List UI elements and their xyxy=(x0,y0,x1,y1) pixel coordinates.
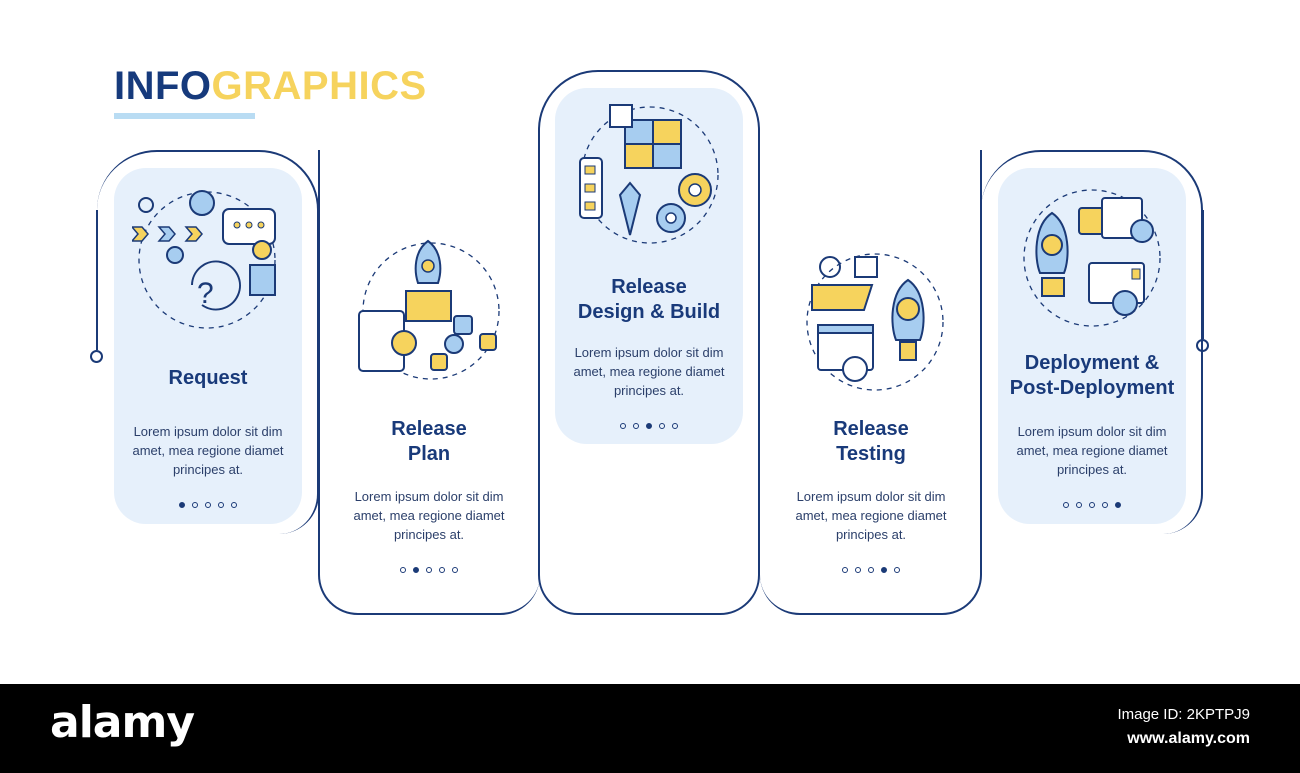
svg-text:?: ? xyxy=(197,277,214,310)
step4-body: Lorem ipsum dolor sit dim amet, mea regi… xyxy=(795,489,947,542)
request-icon: ? xyxy=(132,190,276,329)
step1-dots xyxy=(114,502,302,508)
step5-title: Deployment & Post-Deployment xyxy=(998,351,1186,401)
step1-title: Request xyxy=(168,367,248,389)
step5-title-line2: Post-Deployment xyxy=(1009,377,1175,399)
site-url: www.alamy.com xyxy=(1127,730,1250,747)
step1-body: Lorem ipsum dolor sit dim amet, mea regi… xyxy=(132,424,284,477)
dot xyxy=(413,567,419,573)
step3-body: Lorem ipsum dolor sit dim amet, mea regi… xyxy=(573,345,725,398)
dot xyxy=(633,423,639,429)
dot xyxy=(620,423,626,429)
step2-body: Lorem ipsum dolor sit dim amet, mea regi… xyxy=(353,489,505,542)
step2-title-line2: Plan xyxy=(407,443,451,465)
dot xyxy=(1063,502,1069,508)
footer-bar xyxy=(0,684,1300,773)
step3-title-line2: Design & Build xyxy=(577,301,721,323)
dot xyxy=(659,423,665,429)
step3-dots xyxy=(555,423,743,429)
left-endpoint xyxy=(90,350,103,363)
design-build-icon xyxy=(579,104,719,244)
release-plan-icon xyxy=(358,239,500,380)
dot xyxy=(894,567,900,573)
step3-frame xyxy=(538,70,760,615)
dot xyxy=(842,567,848,573)
step4-dots xyxy=(760,567,982,573)
dot xyxy=(855,567,861,573)
step4-title-line1: Release xyxy=(833,418,909,440)
alamy-logo: alamy xyxy=(50,697,195,748)
dot xyxy=(400,567,406,573)
dot xyxy=(218,502,224,508)
dot xyxy=(439,567,445,573)
step5-dots xyxy=(998,502,1186,508)
dot xyxy=(646,423,652,429)
step5-body: Lorem ipsum dolor sit dim amet, mea regi… xyxy=(1016,424,1168,477)
image-id: Image ID: 2KPTPJ9 xyxy=(1117,706,1250,723)
testing-icon xyxy=(806,253,944,391)
dot xyxy=(426,567,432,573)
dot xyxy=(881,567,887,573)
dot xyxy=(452,567,458,573)
dot xyxy=(192,502,198,508)
step4-title-line2: Testing xyxy=(836,443,906,465)
dot xyxy=(1089,502,1095,508)
step2-frame xyxy=(318,150,540,615)
title-underline xyxy=(114,113,255,119)
dot xyxy=(205,502,211,508)
step3-title-line1: Release xyxy=(611,276,687,298)
dot xyxy=(231,502,237,508)
dot xyxy=(179,502,185,508)
title-part-graphics: GRAPHICS xyxy=(211,64,427,108)
step5-title-line1: Deployment & xyxy=(1024,352,1160,374)
dot xyxy=(672,423,678,429)
step5-frame xyxy=(981,150,1203,534)
dot xyxy=(1115,502,1121,508)
step2-title-line1: Release xyxy=(391,418,467,440)
title-part-info: INFO xyxy=(114,64,212,108)
dot xyxy=(1076,502,1082,508)
dot xyxy=(868,567,874,573)
deployment-icon xyxy=(1023,189,1161,327)
step2-dots xyxy=(318,567,540,573)
step4-frame xyxy=(760,150,982,615)
dot xyxy=(1102,502,1108,508)
page-title: INFOGRAPHICS xyxy=(114,62,427,110)
